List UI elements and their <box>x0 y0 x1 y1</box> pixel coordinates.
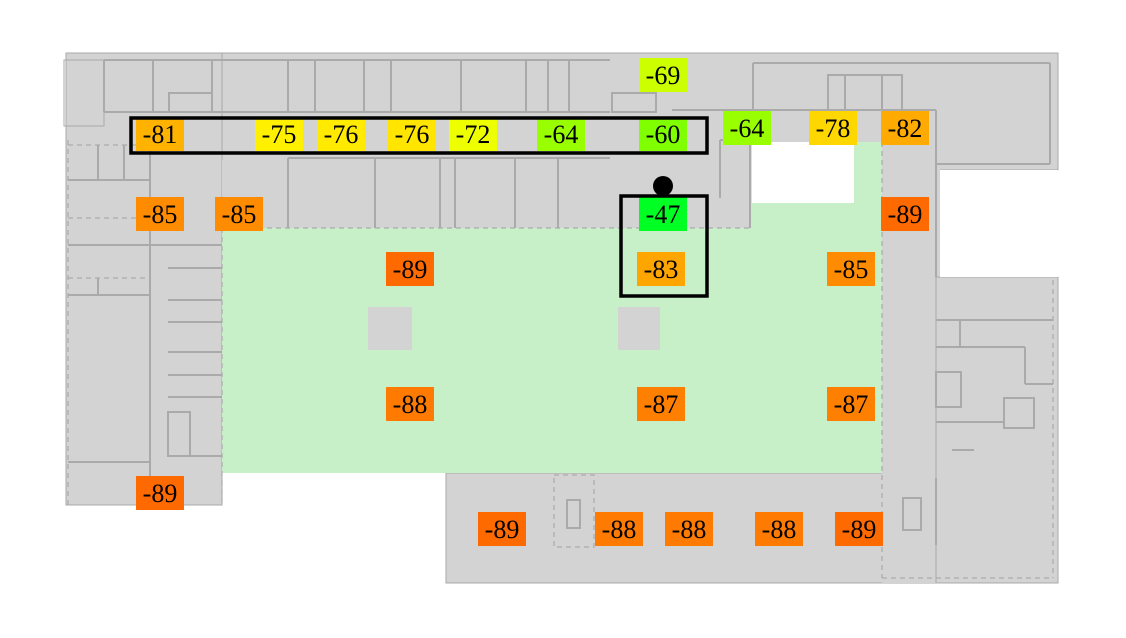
reading-value: -88 <box>672 515 707 544</box>
reading-color-box <box>537 117 585 151</box>
reading-color-box <box>136 476 184 510</box>
reading-value: -64 <box>544 120 579 149</box>
reading-color-box <box>478 512 526 546</box>
reading-color-box <box>637 387 685 421</box>
reading-value: -87 <box>644 390 679 419</box>
reading-value: -72 <box>456 120 491 149</box>
reading-value: -89 <box>393 255 428 284</box>
reading-value: -89 <box>485 515 520 544</box>
signal-reading: -89 <box>881 197 929 231</box>
signal-reading: -85 <box>136 197 184 231</box>
courtyard <box>940 170 1058 277</box>
reading-color-box <box>215 197 263 231</box>
reading-color-box <box>639 58 687 92</box>
signal-reading: -88 <box>755 512 803 546</box>
reading-color-box <box>881 197 929 231</box>
signal-reading: -88 <box>665 512 713 546</box>
signal-reading: -75 <box>255 117 303 151</box>
signal-reading: -88 <box>595 512 643 546</box>
pillar <box>618 307 660 350</box>
reading-value: -81 <box>143 120 178 149</box>
signal-reading: -47 <box>639 197 687 231</box>
signal-reading: -89 <box>835 512 883 546</box>
reading-color-box <box>835 512 883 546</box>
reading-value: -88 <box>393 390 428 419</box>
reading-color-box <box>136 197 184 231</box>
reading-color-box <box>255 117 303 151</box>
reading-value: -85 <box>222 200 257 229</box>
signal-reading: -82 <box>881 111 929 145</box>
signal-reading: -81 <box>136 117 184 151</box>
reading-color-box <box>317 117 365 151</box>
reading-value: -89 <box>888 200 923 229</box>
reading-color-box <box>755 512 803 546</box>
reading-value: -69 <box>646 61 681 90</box>
signal-reading: -89 <box>136 476 184 510</box>
signal-reading: -87 <box>637 387 685 421</box>
reading-value: -85 <box>143 200 178 229</box>
reading-value: -85 <box>834 255 869 284</box>
reading-color-box <box>386 252 434 286</box>
reading-value: -76 <box>324 120 359 149</box>
reading-color-box <box>386 387 434 421</box>
signal-reading: -85 <box>215 197 263 231</box>
signal-reading: -89 <box>386 252 434 286</box>
reading-color-box <box>723 111 771 145</box>
reading-color-box <box>665 512 713 546</box>
signal-reading: -88 <box>386 387 434 421</box>
signal-reading: -64 <box>537 117 585 151</box>
highlight-ap-box <box>619 194 709 298</box>
signal-reading: -69 <box>639 58 687 92</box>
signal-reading: -83 <box>637 252 685 286</box>
reading-value: -75 <box>262 120 297 149</box>
reading-color-box <box>827 252 875 286</box>
signal-reading: -64 <box>723 111 771 145</box>
signal-readings: -69-81-75-76-76-72-64-60-64-78-82-85-85-… <box>136 58 929 546</box>
reading-value: -89 <box>842 515 877 544</box>
reading-value: -87 <box>834 390 869 419</box>
signal-reading: -72 <box>449 117 497 151</box>
reading-color-box <box>827 387 875 421</box>
reading-value: -76 <box>395 120 430 149</box>
signal-reading: -89 <box>478 512 526 546</box>
walls <box>63 59 1054 579</box>
signal-reading: -85 <box>827 252 875 286</box>
reading-color-box <box>637 252 685 286</box>
reading-value: -64 <box>730 114 765 143</box>
highlight-corridor-box <box>129 116 709 155</box>
reading-color-box <box>595 512 643 546</box>
signal-reading: -76 <box>388 117 436 151</box>
reading-value: -88 <box>762 515 797 544</box>
signal-reading: -87 <box>827 387 875 421</box>
reading-color-box <box>639 117 687 151</box>
reading-color-box <box>809 111 857 145</box>
reading-value: -89 <box>143 479 178 508</box>
signal-reading: -76 <box>317 117 365 151</box>
reading-value: -60 <box>646 120 681 149</box>
reading-value: -88 <box>602 515 637 544</box>
reading-value: -78 <box>816 114 851 143</box>
reading-color-box <box>639 197 687 231</box>
reading-value: -83 <box>644 255 679 284</box>
coverage-area <box>222 142 882 473</box>
signal-reading: -60 <box>639 117 687 151</box>
reading-color-box <box>136 117 184 151</box>
pillar <box>368 307 412 350</box>
reading-value: -47 <box>646 200 681 229</box>
signal-reading: -78 <box>809 111 857 145</box>
reading-color-box <box>881 111 929 145</box>
reading-color-box <box>388 117 436 151</box>
access-point-marker <box>653 176 673 196</box>
reading-value: -82 <box>888 114 923 143</box>
reading-color-box <box>449 117 497 151</box>
